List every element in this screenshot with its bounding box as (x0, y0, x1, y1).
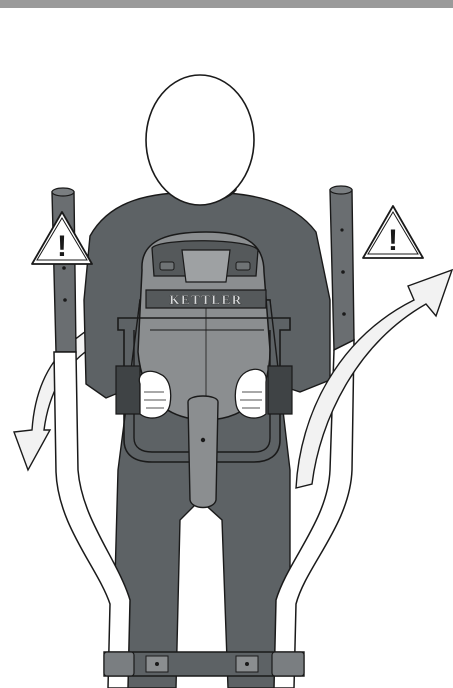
head (146, 75, 254, 205)
warning-triangle-icon: ! (32, 212, 92, 264)
left-handlebar-pole (52, 188, 76, 352)
right-handlebar-pole (330, 186, 354, 350)
pedal-crossbar (104, 652, 304, 676)
warning-exclamation: ! (57, 230, 67, 263)
center-stem (188, 396, 218, 508)
warning-triangle-icon: ! (363, 206, 423, 258)
brand-logo: KETTLER (169, 292, 242, 307)
warning-exclamation: ! (388, 224, 398, 257)
